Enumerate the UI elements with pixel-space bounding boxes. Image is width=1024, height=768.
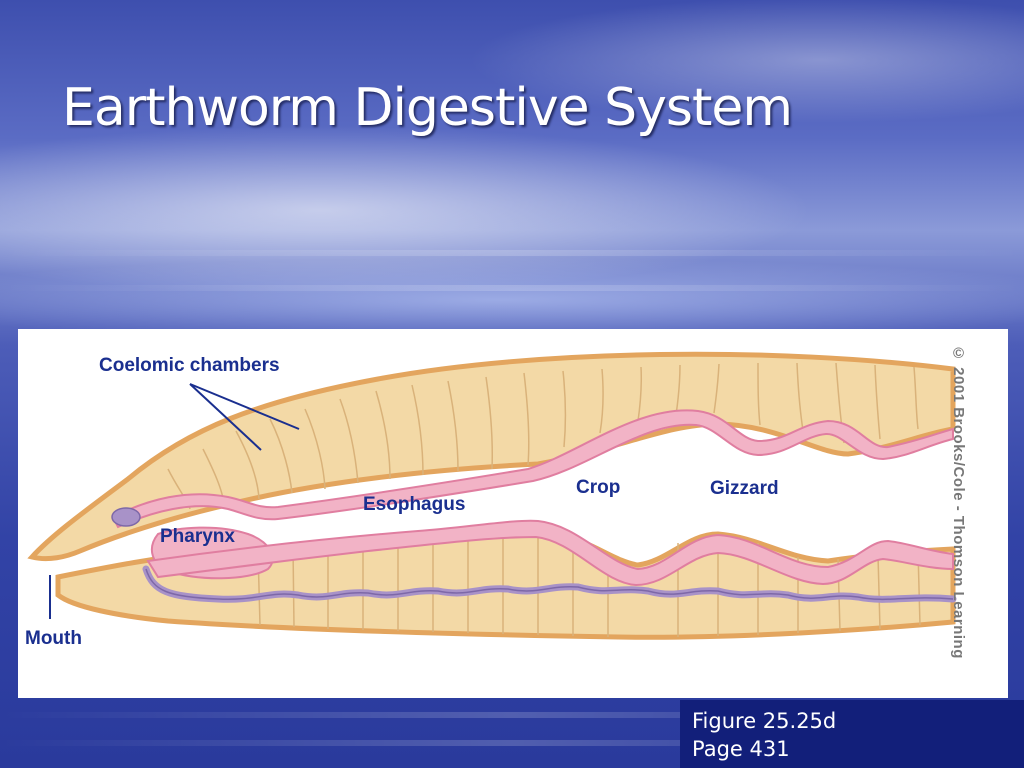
label-mouth: Mouth [25,628,82,649]
figure-number: Figure 25.25d [692,709,837,733]
page-number: Page 431 [692,737,790,761]
figure-caption-box: Figure 25.25d Page 431 [680,700,1024,768]
figure-panel: Coelomic chambers Esophagus Crop Gizzard… [18,329,1008,698]
copyright-notice: © 2001 Brooks/Cole - Thomson Learning [950,345,967,659]
label-coelomic-chambers: Coelomic chambers [99,355,280,376]
earthworm-diagram [27,351,957,640]
label-esophagus: Esophagus [363,494,466,515]
slide-title: Earthworm Digestive System [62,78,793,138]
label-crop: Crop [576,477,621,498]
cerebral-ganglion [111,507,141,527]
gut-lower-wall [146,519,954,587]
label-gizzard: Gizzard [710,478,779,499]
leader-line-coelom-2 [189,383,300,430]
leader-line-coelom-1 [189,383,262,451]
label-pharynx: Pharynx [160,526,235,547]
gut-upper-wall [111,409,954,529]
